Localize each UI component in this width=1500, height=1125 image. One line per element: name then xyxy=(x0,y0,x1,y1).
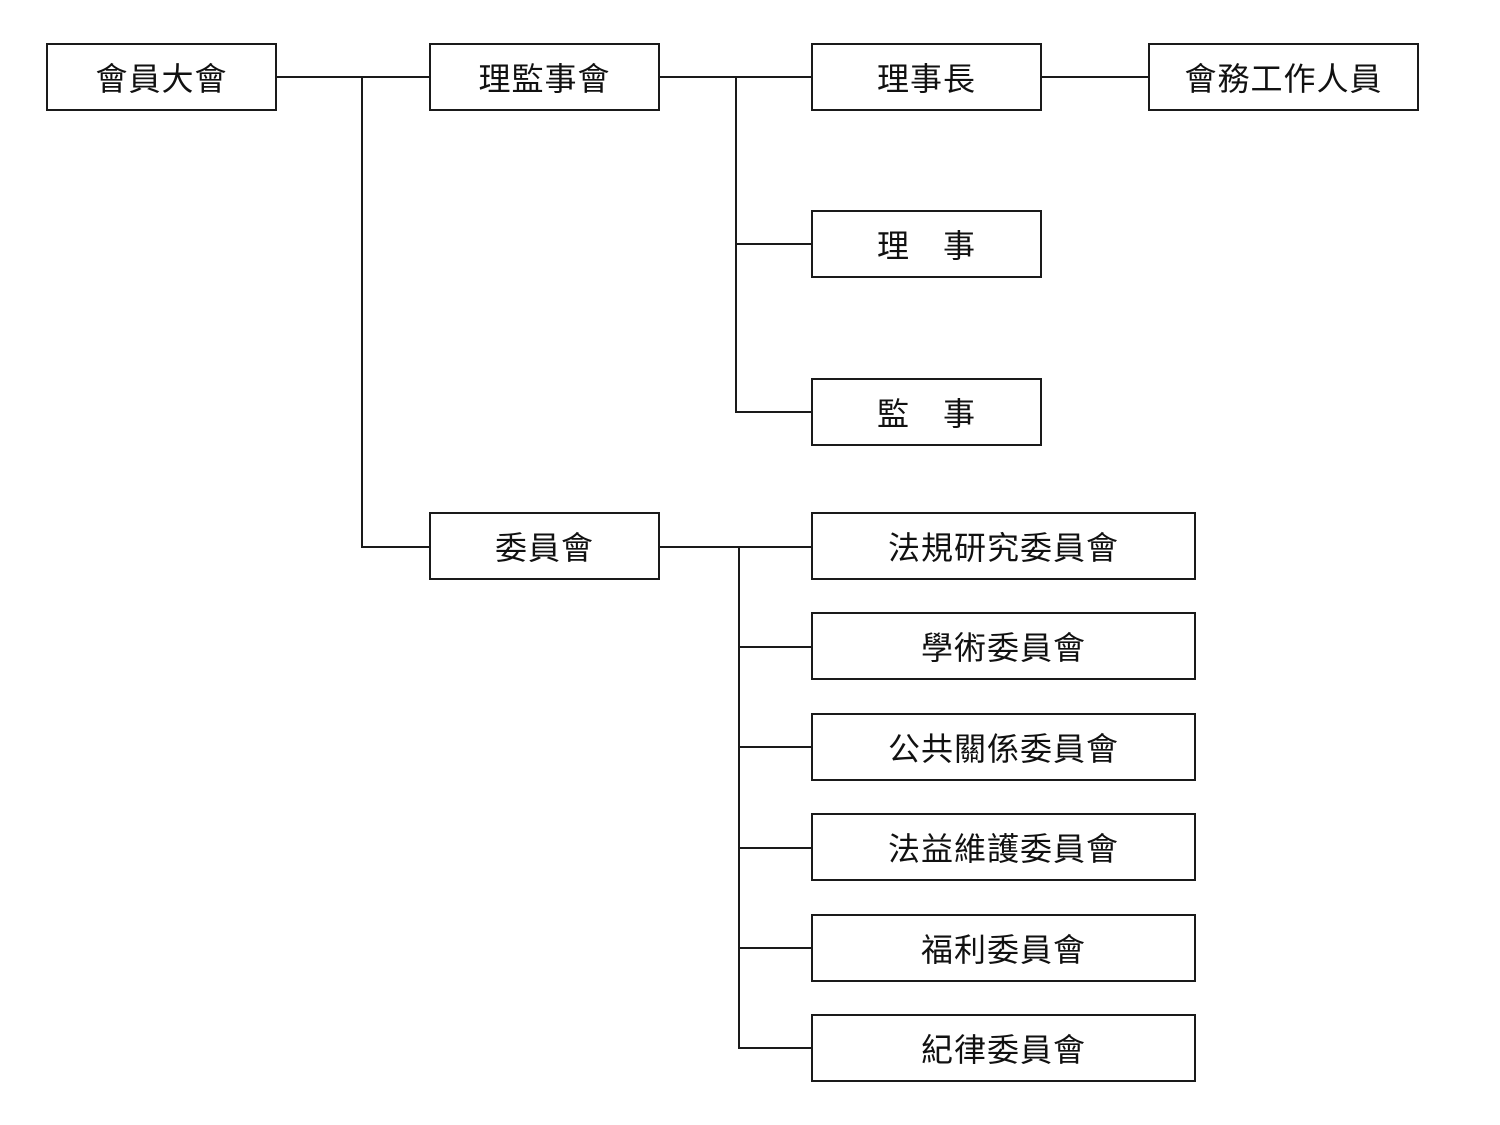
connector-line xyxy=(735,243,813,245)
connector-line xyxy=(361,546,431,548)
node-directors: 理 事 xyxy=(811,210,1042,278)
node-committee-rights-protection: 法益維護委員會 xyxy=(811,813,1196,881)
connector-line xyxy=(1041,76,1151,78)
connector-line xyxy=(361,76,363,548)
node-committee: 委員會 xyxy=(429,512,660,580)
node-committee-academic: 學術委員會 xyxy=(811,612,1196,680)
connector-line xyxy=(738,746,813,748)
connector-line xyxy=(659,546,813,548)
connector-line xyxy=(738,947,813,949)
node-committee-welfare: 福利委員會 xyxy=(811,914,1196,982)
node-chairman: 理事長 xyxy=(811,43,1042,111)
connector-line xyxy=(738,847,813,849)
connector-line xyxy=(276,76,431,78)
node-staff: 會務工作人員 xyxy=(1148,43,1419,111)
node-board: 理監事會 xyxy=(429,43,660,111)
connector-line xyxy=(738,1047,813,1049)
connector-line xyxy=(738,546,740,1049)
node-committee-legal-research: 法規研究委員會 xyxy=(811,512,1196,580)
node-general-assembly: 會員大會 xyxy=(46,43,277,111)
node-committee-discipline: 紀律委員會 xyxy=(811,1014,1196,1082)
connector-line xyxy=(735,411,813,413)
node-supervisors: 監 事 xyxy=(811,378,1042,446)
connector-line xyxy=(738,646,813,648)
node-committee-public-relations: 公共關係委員會 xyxy=(811,713,1196,781)
